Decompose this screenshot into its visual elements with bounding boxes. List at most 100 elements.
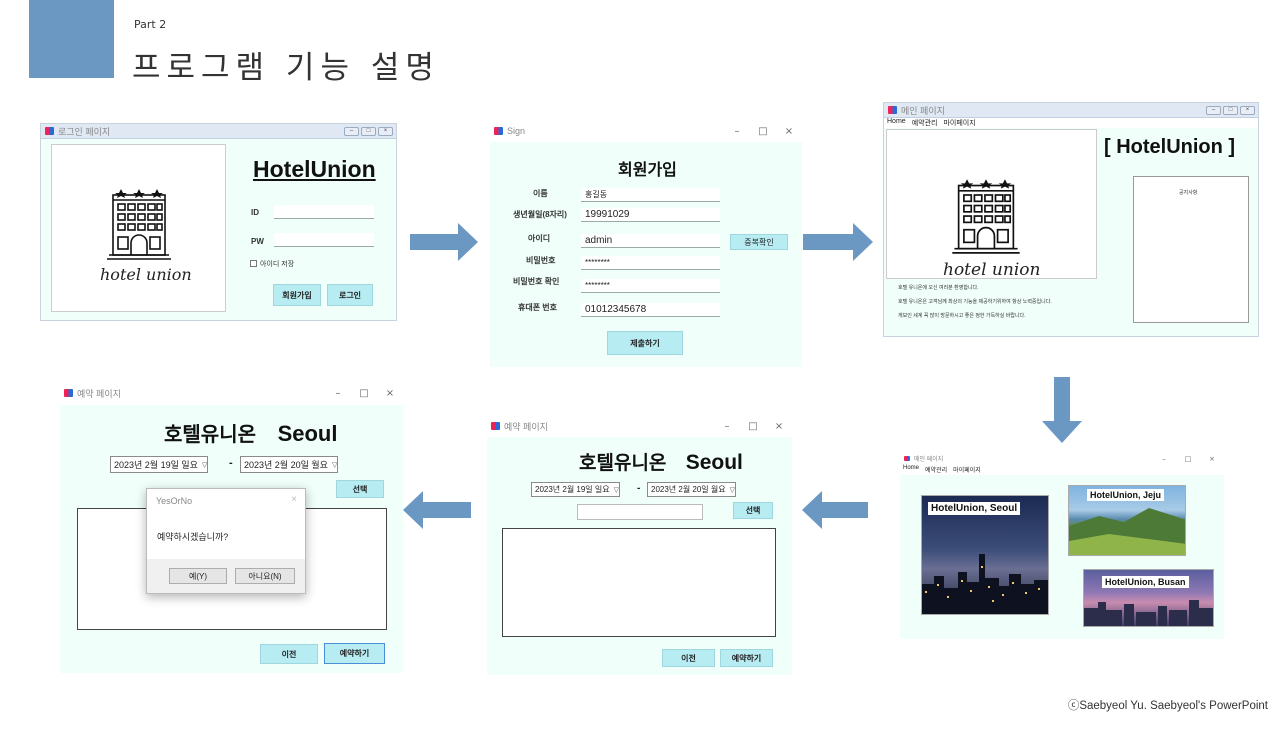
pw-confirm-input[interactable]: ******** — [581, 279, 720, 293]
dialog-title: YesOrNo — [156, 496, 193, 506]
pw-input[interactable] — [274, 233, 374, 247]
hotel-card-jeju[interactable]: HotelUnion, Jeju — [1068, 485, 1186, 556]
maximize-icon[interactable]: □ — [1223, 105, 1238, 115]
app-icon — [64, 389, 73, 397]
yesorno-dialog: YesOrNo × 예약하시겠습니까? 예(Y) 아니요(N) — [146, 488, 306, 594]
start-date-picker[interactable]: 2023년 2월 19일 일요 ▽ — [110, 456, 209, 473]
dup-check-button[interactable]: 중복확인 — [730, 234, 788, 250]
app-icon — [494, 127, 503, 135]
prev-button[interactable]: 이전 — [260, 644, 318, 664]
room-list[interactable] — [502, 528, 776, 637]
city-skyline-image — [922, 554, 1048, 614]
app-icon — [904, 456, 910, 461]
reserve-button[interactable]: 예약하기 — [324, 643, 385, 664]
arrow-down-icon — [1042, 377, 1082, 443]
window-title: 예약 페이지 — [504, 421, 548, 432]
menu-home[interactable]: Home — [887, 118, 906, 125]
prev-button[interactable]: 이전 — [662, 649, 715, 667]
maximize-icon[interactable]: □ — [361, 126, 376, 136]
room-select-input[interactable] — [577, 504, 703, 520]
menu-reservations[interactable]: 예약관리 — [911, 120, 938, 127]
close-icon[interactable]: × — [774, 420, 784, 432]
chevron-down-icon[interactable]: ▽ — [331, 461, 338, 469]
minimize-icon[interactable]: – — [724, 420, 730, 432]
menu-bar: Home 예약관리 마이페이지 — [884, 118, 1258, 128]
login-window: 로그인 페이지 – □ × — [40, 123, 397, 321]
hotel-building-icon — [107, 189, 171, 260]
logo-script: hotel union — [100, 265, 192, 284]
welcome-text: 호텔 유니온에 오신 여러분 환영합니다. 호텔 유니온은 고객님께 최상의 기… — [898, 281, 1128, 323]
phone-label: 휴대폰 번호 — [518, 303, 558, 312]
end-date-picker[interactable]: 2023년 2월 20일 월요 ▽ — [240, 456, 339, 473]
confirm-window: 예약 페이지 – □ × 호텔유니온 Seoul 2023년 2월 19일 일요… — [60, 381, 403, 673]
maximize-icon[interactable]: □ — [758, 125, 768, 137]
reserve-heading: 호텔유니온 Seoul — [579, 448, 743, 475]
remember-label: 아이디 저장 — [260, 261, 295, 268]
credit-text: ⓒSaebyeol Yu. Saebyeol's PowerPoint — [1067, 700, 1268, 712]
name-input[interactable]: 홍길동 — [581, 188, 720, 202]
logo-panel: hotel union — [886, 129, 1097, 280]
no-button[interactable]: 아니요(N) — [235, 568, 295, 584]
userid-input[interactable]: admin — [581, 234, 720, 248]
submit-button[interactable]: 제출하기 — [607, 331, 683, 355]
harbor-skyline-image — [1084, 600, 1213, 626]
hotel-card-seoul[interactable]: HotelUnion, Seoul — [921, 495, 1049, 615]
id-input[interactable] — [274, 205, 374, 219]
remember-checkbox[interactable] — [250, 260, 257, 267]
close-icon[interactable]: × — [385, 387, 395, 399]
minimize-icon[interactable]: – — [335, 387, 341, 399]
maximize-icon[interactable]: □ — [359, 387, 369, 399]
signup-titlebar: Sign – □ × — [490, 120, 802, 142]
brand-title: [ HotelUnion ] — [1104, 136, 1236, 158]
menu-mypage[interactable]: 마이페이지 — [943, 120, 976, 127]
menu-home[interactable]: Home — [903, 465, 920, 471]
start-date-value: 2023년 2월 19일 일요 — [114, 460, 198, 470]
part-label: Part 2 — [134, 18, 167, 31]
chevron-down-icon[interactable]: ▽ — [201, 461, 208, 469]
select-button[interactable]: 선택 — [733, 502, 773, 519]
maximize-icon[interactable]: □ — [1184, 454, 1192, 463]
login-button[interactable]: 로그인 — [327, 284, 373, 306]
close-icon[interactable]: × — [1209, 454, 1215, 463]
close-icon[interactable]: × — [378, 126, 393, 136]
minimize-icon[interactable]: – — [1206, 105, 1221, 115]
pw-input[interactable]: ******** — [581, 256, 720, 270]
yes-button[interactable]: 예(Y) — [169, 568, 227, 584]
minimize-icon[interactable]: – — [344, 126, 359, 136]
minimize-icon[interactable]: – — [734, 125, 740, 137]
welcome-line: 호텔 유니온에 오신 여러분 환영합니다. — [898, 285, 979, 291]
arrow-left-icon — [403, 491, 471, 529]
close-icon[interactable]: × — [784, 125, 794, 137]
id-label: ID — [251, 208, 259, 217]
menu-mypage[interactable]: 마이페이지 — [953, 468, 981, 474]
logo-panel: hotel union — [51, 144, 226, 312]
start-date-picker[interactable]: 2023년 2월 19일 일요 ▽ — [531, 482, 621, 497]
main-window: 메인 페이지 – □ × Home 예약관리 마이페이지 — [883, 102, 1259, 337]
chevron-down-icon[interactable]: ▽ — [613, 486, 620, 494]
signup-heading: 회원가입 — [618, 162, 677, 179]
date-separator: - — [637, 483, 641, 494]
maximize-icon[interactable]: □ — [748, 420, 758, 432]
minimize-icon[interactable]: – — [1162, 454, 1166, 463]
close-icon[interactable]: × — [1240, 105, 1255, 115]
birth-input[interactable]: 19991029 — [581, 208, 720, 222]
close-icon[interactable]: × — [291, 494, 297, 505]
select-button[interactable]: 선택 — [336, 480, 384, 498]
window-controls: – □ × — [344, 126, 393, 136]
menu-bar: Home 예약관리 마이페이지 — [900, 465, 1224, 475]
heading-city: Seoul — [685, 451, 743, 474]
reserve-button[interactable]: 예약하기 — [720, 649, 773, 667]
hotel-building-icon — [952, 179, 1020, 254]
app-icon — [888, 106, 897, 114]
signup-button[interactable]: 회원가입 — [273, 284, 321, 306]
hotel-card-busan[interactable]: HotelUnion, Busan — [1083, 569, 1214, 627]
chevron-down-icon[interactable]: ▽ — [729, 486, 736, 494]
menu-reservations[interactable]: 예약관리 — [925, 468, 948, 474]
hotel-card-label: HotelUnion, Seoul — [928, 502, 1021, 515]
pw-confirm-label: 비밀번호 확인 — [513, 277, 560, 286]
heading-hotel: 호텔유니온 — [164, 424, 256, 446]
phone-input[interactable]: 01012345678 — [581, 303, 720, 317]
end-date-picker[interactable]: 2023년 2월 20일 월요 ▽ — [647, 482, 737, 497]
accent-square — [29, 0, 114, 78]
window-title: Sign — [507, 126, 526, 136]
